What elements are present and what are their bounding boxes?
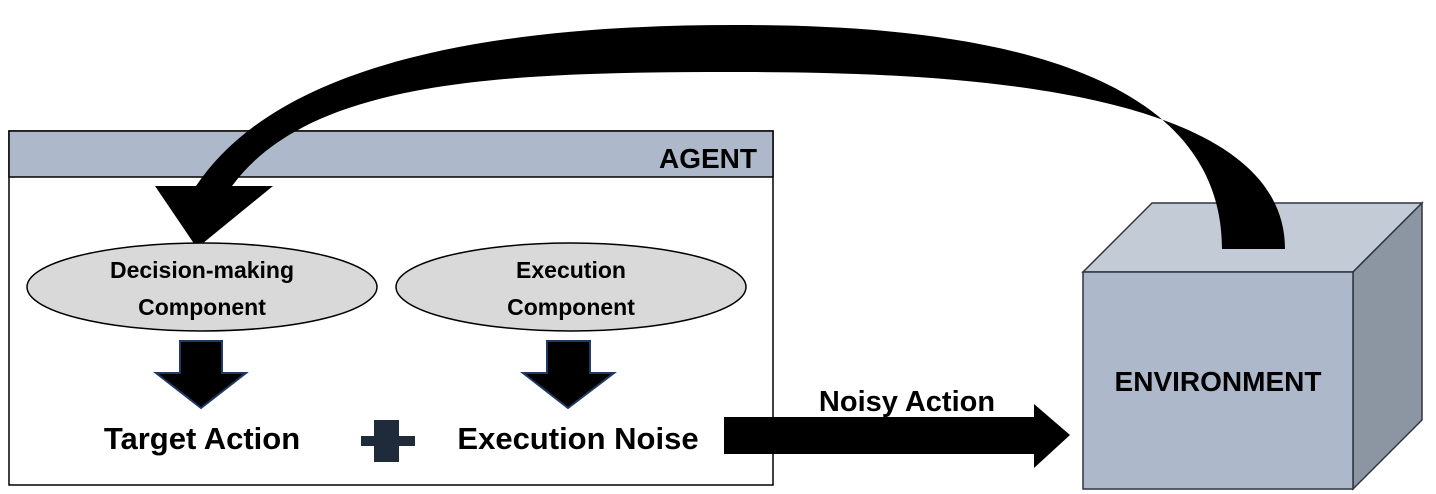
target-action-label: Target Action <box>104 421 300 456</box>
feedback-arrow-body <box>155 25 1285 249</box>
execution-ellipse <box>395 242 747 332</box>
feedback-label: Reward, Next State <box>627 32 890 64</box>
execution-label-line2: Component <box>507 294 635 320</box>
environment-label: ENVIRONMENT <box>1115 366 1322 397</box>
execution-component: Execution Component <box>395 242 747 332</box>
agent-title: AGENT <box>659 143 757 174</box>
decision-making-component: Decision-making Component <box>26 242 378 332</box>
execution-noise-label: Execution Noise <box>457 421 698 456</box>
agent-header-bar <box>8 130 774 178</box>
environment-cube: ENVIRONMENT <box>1081 201 1424 491</box>
noisy-action-label: Noisy Action <box>819 386 995 418</box>
decision-down-arrow <box>153 340 249 410</box>
decision-label-line2: Component <box>138 294 266 320</box>
decision-label-line1: Decision-making <box>110 257 294 283</box>
execution-label-line1: Execution <box>516 257 626 283</box>
noisy-action-arrow <box>724 404 1070 468</box>
cube-front-face <box>1082 271 1354 490</box>
decision-ellipse <box>26 242 378 332</box>
feedback-arrow <box>155 25 1285 249</box>
execution-down-arrow <box>520 340 617 410</box>
plus-sign <box>361 420 415 462</box>
